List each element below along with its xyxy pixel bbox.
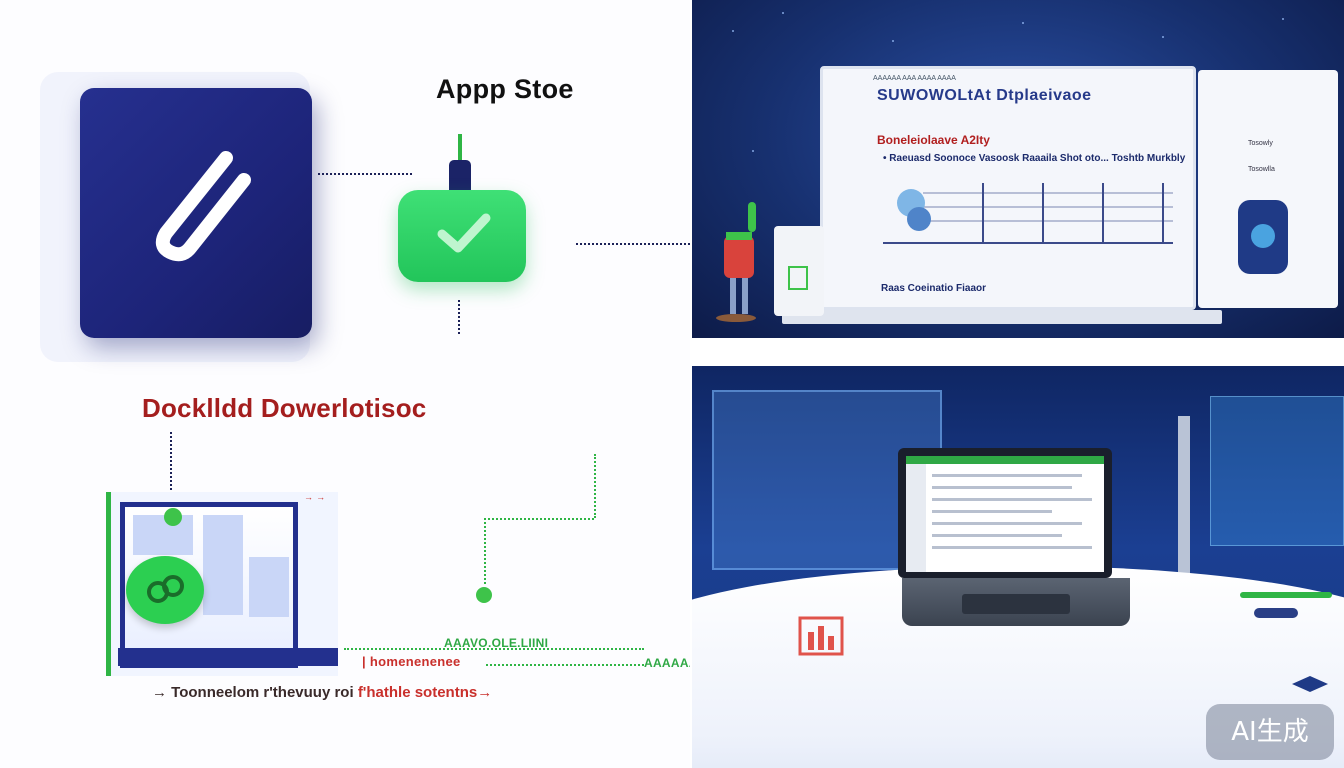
green-connector-line (486, 664, 644, 666)
laptop-screen (898, 448, 1112, 578)
monitor-footer: Raas Coeinatio Fiaaor (881, 283, 987, 294)
top-right-scene: AAAAAA AAA AAAA AAAA SUWOWOLtAt Dtplaeiv… (692, 0, 1344, 338)
green-coin (126, 556, 204, 624)
laptop-row (932, 498, 1092, 501)
device-pane (249, 557, 289, 617)
green-connector-line (594, 454, 596, 518)
laptop-row (932, 522, 1082, 525)
device-pane (203, 515, 243, 615)
star (1162, 36, 1164, 38)
chevron-icon (1292, 676, 1328, 692)
holographic-panel (1210, 396, 1344, 546)
ai-generated-badge: AI生成 (1206, 704, 1334, 760)
laptop-display (906, 456, 1104, 572)
green-connector-line (484, 518, 594, 520)
laptop-keyboard-base (902, 578, 1130, 626)
star (752, 150, 754, 152)
device-base (118, 648, 338, 666)
laptop-sidebar (906, 464, 926, 572)
connector-dotted-line (576, 243, 690, 245)
star (732, 30, 734, 32)
side-text: Tosowlla (1248, 166, 1275, 173)
download-title: Docklldd Dowerlotisoc (142, 393, 427, 423)
pillar (1178, 416, 1190, 616)
connector-dotted-line (318, 173, 412, 175)
green-connector-line (484, 518, 486, 584)
star (1282, 18, 1284, 20)
device-pane (133, 515, 193, 555)
left-illustration: Appp Stoe Docklldd Dowerlotisoc → → AAAV… (40, 72, 690, 701)
monitor-subtitle: Boneleiolaave A2Ity (877, 133, 990, 147)
star (782, 12, 784, 14)
check-wire (458, 134, 462, 162)
monitor-line: • Raeuasd Soonoce Vasoosk Raaaila Shot o… (883, 153, 1186, 164)
pen-icon (1254, 608, 1298, 618)
checkmark-icon (437, 213, 491, 253)
monitor-chart-graphic (883, 183, 1173, 244)
robot-eye-icon (1251, 224, 1275, 248)
green-node-dot (476, 587, 492, 603)
laptop-row (932, 534, 1062, 537)
red-label: | homenenenee (362, 654, 461, 669)
connector-dotted-line (458, 300, 460, 334)
app-icon-tile (80, 88, 312, 338)
paperclip-icon (155, 151, 251, 262)
laptop-row (932, 474, 1082, 477)
green-node-dot (164, 508, 182, 526)
star (892, 40, 894, 42)
laptop-row (932, 486, 1072, 489)
monitor-stand (782, 310, 1222, 324)
bottom-caption-main: → Toonneelom r'thevuuy roi (152, 684, 354, 701)
red-chart-icon (798, 616, 844, 656)
green-stripe (1240, 592, 1332, 598)
robot-figure (1238, 200, 1288, 274)
storage-box (774, 226, 824, 316)
link-icon (147, 575, 184, 603)
green-connector-line (344, 648, 644, 650)
star (1022, 22, 1024, 24)
green-label: AAAAAA (644, 656, 690, 670)
checkmark-badge (398, 190, 526, 282)
side-panel: Tosowly Tosowlla (1198, 70, 1338, 308)
laptop-title-bar (906, 456, 1104, 464)
app-store-title: Appp Stoe (436, 74, 574, 104)
dashboard-monitor: AAAAAA AAA AAAA AAAA SUWOWOLtAt Dtplaeiv… (820, 66, 1196, 310)
device-illustration (106, 492, 338, 676)
laptop-trackpad (962, 594, 1070, 614)
check-stem (449, 160, 471, 192)
green-label: AAAVO.OLE.LIINI (444, 636, 549, 650)
box-icon (788, 266, 808, 290)
connector-dotted-line (170, 432, 172, 494)
bottom-right-scene (692, 366, 1344, 768)
person-figure-icon (716, 202, 756, 322)
red-arrow-label: → → (304, 492, 326, 502)
bottom-caption: → Toonneelom r'thevuuy roi f'hathle sote… (152, 684, 492, 701)
side-text: Tosowly (1248, 140, 1273, 147)
bottom-caption-red: f'hathle sotentns→ (357, 684, 493, 701)
laptop-row (932, 510, 1052, 513)
device-green-edge (106, 492, 111, 676)
monitor-header: AAAAAA AAA AAAA AAAA (873, 75, 956, 82)
laptop-row (932, 546, 1092, 549)
monitor-title: SUWOWOLtAt Dtplaeivaoe (877, 87, 1092, 104)
